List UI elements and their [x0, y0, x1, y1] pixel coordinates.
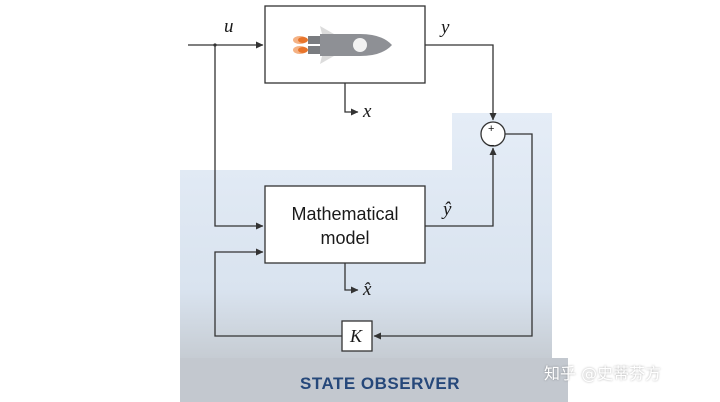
sum-plus-sign: + — [488, 123, 495, 135]
model-block-label: Mathematical model — [265, 202, 425, 250]
feedback-arrow — [214, 248, 342, 337]
model-block — [264, 185, 426, 264]
input-to-model-arrow — [214, 45, 264, 230]
estimated-state-label: x̂ — [363, 279, 372, 300]
estimated-state-arrow — [344, 263, 359, 294]
rocket-icon — [293, 26, 392, 64]
error-arrow — [373, 133, 533, 340]
model-label-line2: model — [320, 228, 370, 248]
gain-block — [341, 320, 373, 352]
gain-label: K — [350, 326, 363, 346]
output-label: y — [441, 17, 450, 38]
diagram-caption: STATE OBSERVER — [300, 374, 461, 393]
model-output-arrow — [425, 147, 497, 227]
input-label: u — [224, 16, 234, 37]
model-label-line1: Mathematical — [291, 204, 399, 224]
plant-output-arrow — [425, 44, 497, 121]
caption-band — [180, 358, 568, 402]
estimated-output-label: ŷ — [443, 199, 452, 220]
branch-dot — [213, 43, 217, 47]
state-arrow — [344, 83, 359, 116]
sum-minus-sign: − — [488, 140, 495, 152]
watermark: 知乎 @史蒂芬方 — [544, 364, 662, 383]
state-label: x — [363, 101, 372, 122]
